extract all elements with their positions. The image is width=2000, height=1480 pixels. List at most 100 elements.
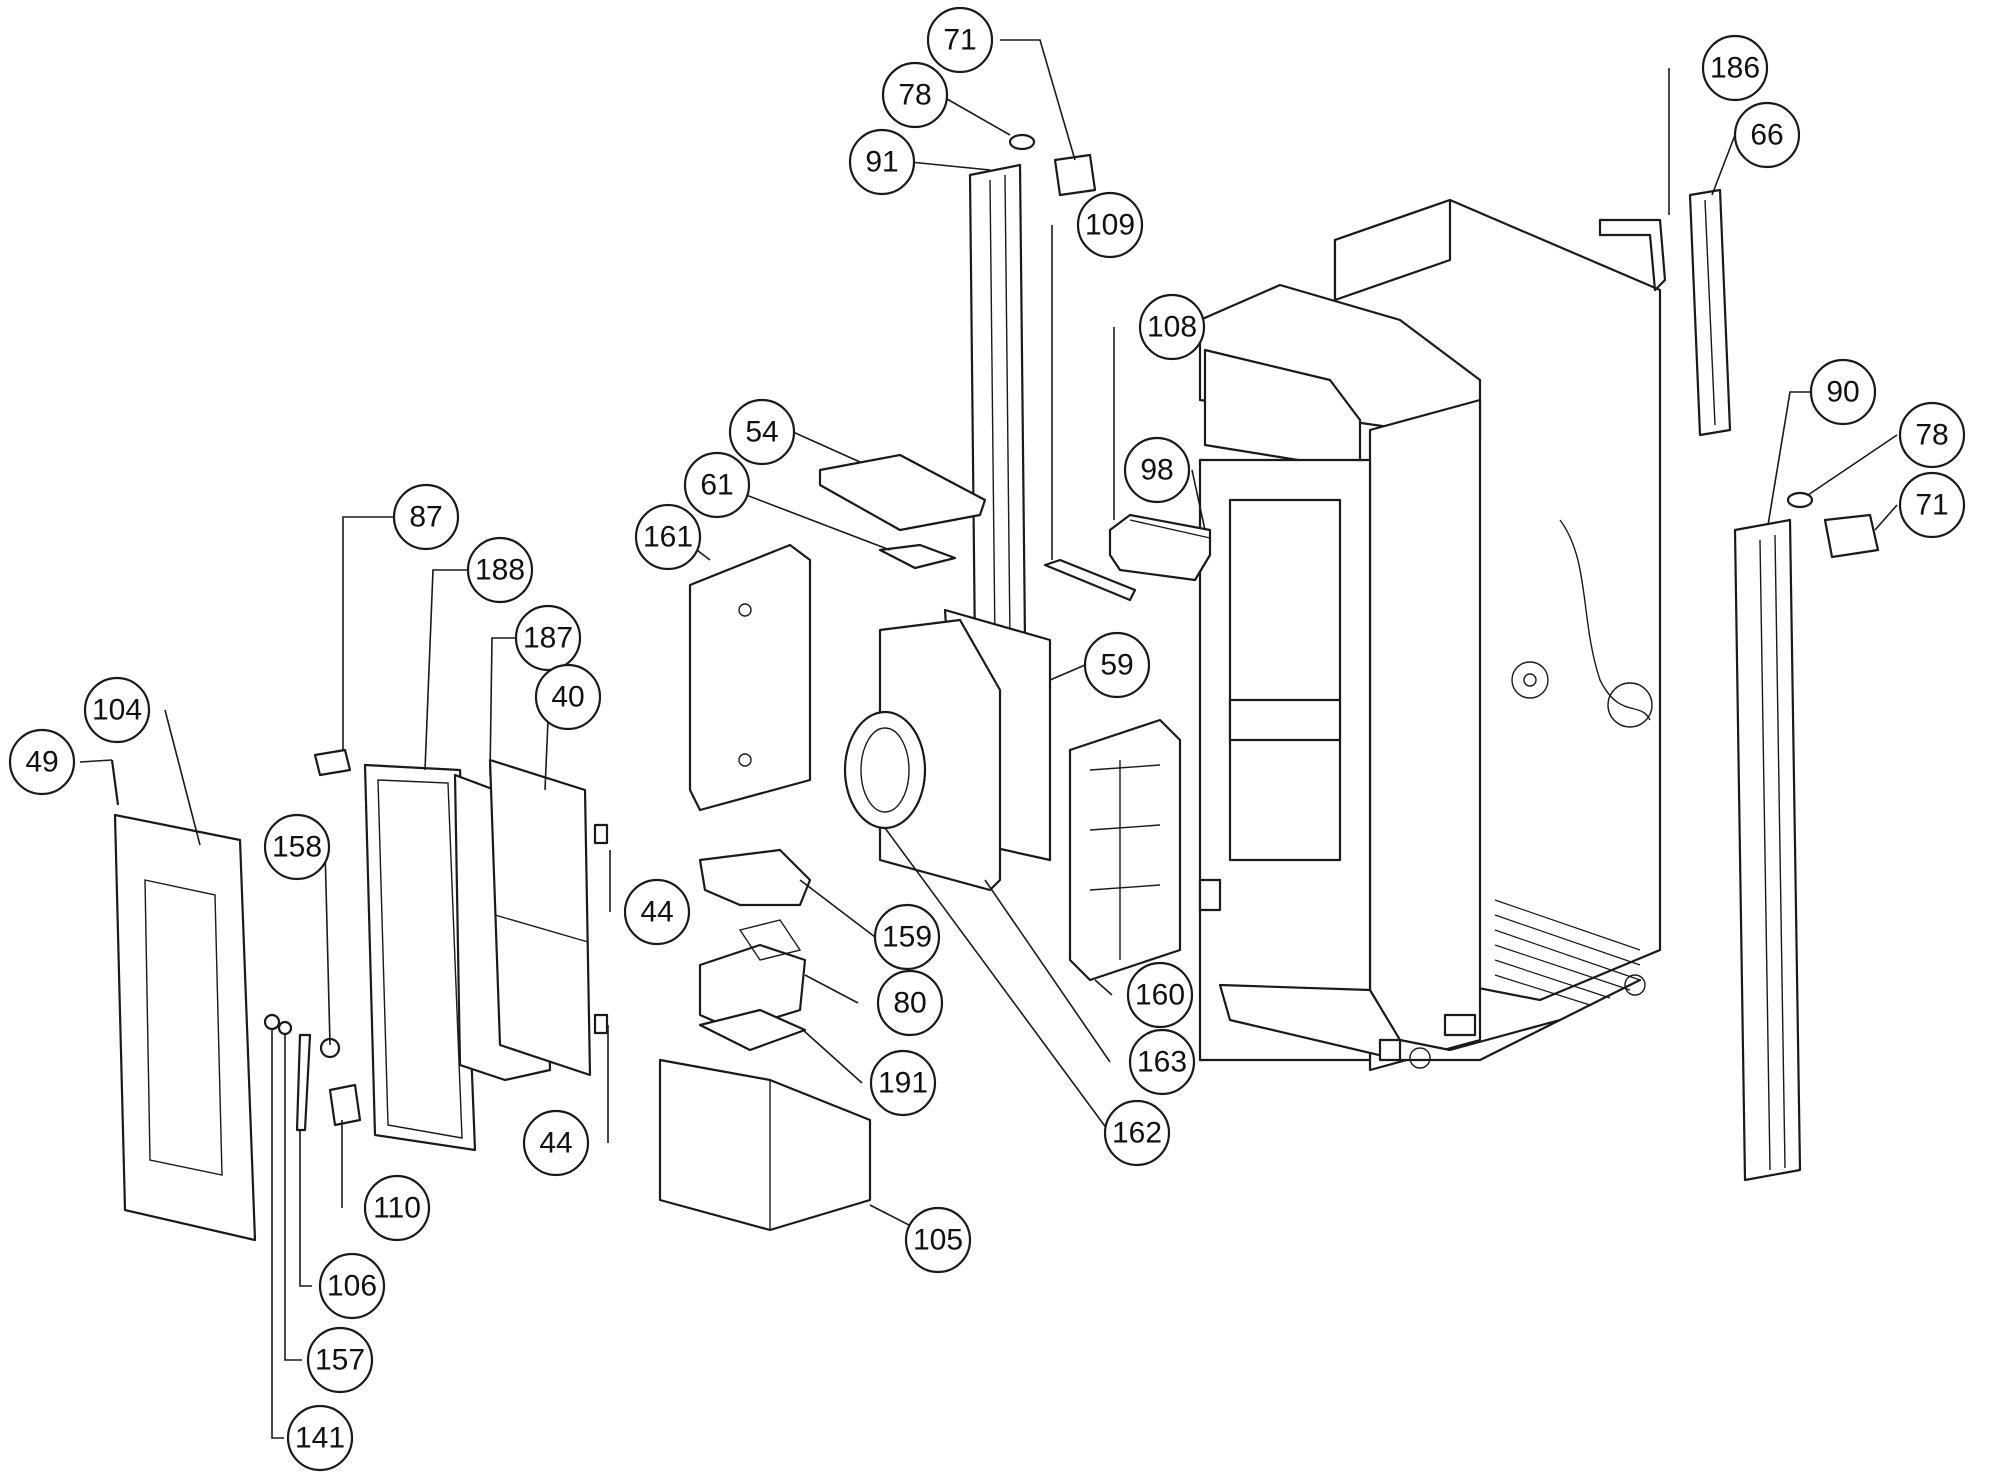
part-160	[1068, 718, 1182, 982]
callout-105: 105	[904, 1206, 972, 1274]
callout-109: 109	[1076, 191, 1144, 259]
callout-label: 109	[1085, 209, 1135, 242]
callout-44-upper: 44	[623, 878, 691, 946]
part-90	[1733, 518, 1802, 1182]
callout-159: 159	[873, 903, 941, 971]
callout-54: 54	[728, 398, 796, 466]
callout-label: 44	[539, 1127, 572, 1160]
part-157	[277, 1020, 293, 1036]
callout-157: 157	[306, 1326, 374, 1394]
part-91	[968, 163, 1027, 652]
callout-61: 61	[683, 451, 751, 519]
callout-91: 91	[848, 128, 916, 196]
callout-49: 49	[8, 728, 76, 796]
part-78-right	[1786, 491, 1814, 509]
callout-90: 90	[1809, 358, 1877, 426]
callout-44-lower: 44	[522, 1109, 590, 1177]
callout-71-top: 71	[926, 6, 994, 74]
callout-label: 61	[700, 469, 733, 502]
callout-162: 162	[1103, 1099, 1171, 1167]
callout-label: 141	[295, 1422, 345, 1455]
part-44-upper	[593, 823, 609, 845]
part-105	[658, 1058, 872, 1232]
callout-label: 161	[643, 521, 693, 554]
callout-label: 66	[1750, 119, 1783, 152]
callout-66: 66	[1733, 101, 1801, 169]
callout-label: 158	[272, 831, 322, 864]
callout-188: 188	[466, 536, 534, 604]
callout-161: 161	[634, 503, 702, 571]
callout-label: 98	[1140, 454, 1173, 487]
callout-label: 49	[25, 746, 58, 779]
callout-78-right: 78	[1898, 401, 1966, 469]
callout-label: 54	[745, 416, 778, 449]
callout-87: 87	[392, 483, 460, 551]
part-87	[313, 748, 352, 777]
part-141	[263, 1013, 281, 1031]
part-104	[113, 813, 257, 1242]
callout-label: 87	[409, 501, 442, 534]
callout-label: 163	[1137, 1046, 1187, 1079]
part-188	[363, 763, 477, 1152]
callout-160: 160	[1126, 961, 1194, 1029]
callout-141: 141	[286, 1404, 354, 1472]
part-161	[688, 543, 812, 812]
callout-106: 106	[318, 1252, 386, 1320]
callout-98: 98	[1123, 436, 1191, 504]
callout-label: 106	[327, 1270, 377, 1303]
part-61	[878, 543, 957, 570]
callout-label: 80	[893, 987, 926, 1020]
part-163	[878, 618, 1002, 892]
callout-187: 187	[514, 604, 582, 672]
part-71-top	[1053, 153, 1097, 197]
callout-label: 59	[1100, 649, 1133, 682]
callout-label: 191	[878, 1067, 928, 1100]
callout-label: 90	[1826, 376, 1859, 409]
callout-label: 186	[1710, 52, 1760, 85]
part-162	[843, 710, 927, 830]
part-186	[1598, 218, 1667, 292]
part-44-lower	[593, 1013, 609, 1035]
callout-158: 158	[263, 813, 331, 881]
part-110	[328, 1083, 362, 1127]
part-71-right	[1823, 513, 1880, 559]
callout-label: 157	[315, 1344, 365, 1377]
callout-label: 71	[943, 24, 976, 57]
callout-80: 80	[876, 969, 944, 1037]
callout-label: 187	[523, 622, 573, 655]
callout-110: 110	[363, 1174, 431, 1242]
callout-78-top: 78	[881, 61, 949, 129]
stove-body	[1198, 198, 1662, 1072]
callout-label: 40	[551, 681, 584, 714]
base-grate	[1494, 899, 1641, 1006]
callout-186: 186	[1701, 34, 1769, 102]
callout-40: 40	[534, 663, 602, 731]
callout-label: 78	[898, 79, 931, 112]
callout-label: 44	[640, 896, 673, 929]
callout-label: 78	[1915, 419, 1948, 452]
callout-label: 159	[882, 921, 932, 954]
part-106	[295, 1033, 312, 1132]
part-54	[818, 453, 987, 532]
callout-71-right: 71	[1898, 471, 1966, 539]
callout-label: 160	[1135, 979, 1185, 1012]
part-40	[488, 758, 592, 1077]
part-49	[110, 759, 120, 806]
part-191	[698, 1008, 807, 1052]
callout-label: 110	[373, 1192, 421, 1225]
leader-lines	[79, 39, 1898, 1439]
callout-163: 163	[1128, 1028, 1196, 1096]
callout-59: 59	[1083, 631, 1151, 699]
callout-label: 105	[913, 1224, 963, 1257]
callout-label: 91	[865, 146, 898, 179]
callout-191: 191	[869, 1049, 937, 1117]
part-78-top	[1008, 133, 1036, 151]
part-80	[698, 943, 807, 1032]
part-109	[1043, 558, 1137, 602]
callout-label: 108	[1147, 311, 1197, 344]
part-108-98	[1108, 513, 1212, 582]
callout-108: 108	[1138, 293, 1206, 361]
callout-label: 188	[475, 554, 525, 587]
callout-label: 162	[1112, 1117, 1162, 1150]
